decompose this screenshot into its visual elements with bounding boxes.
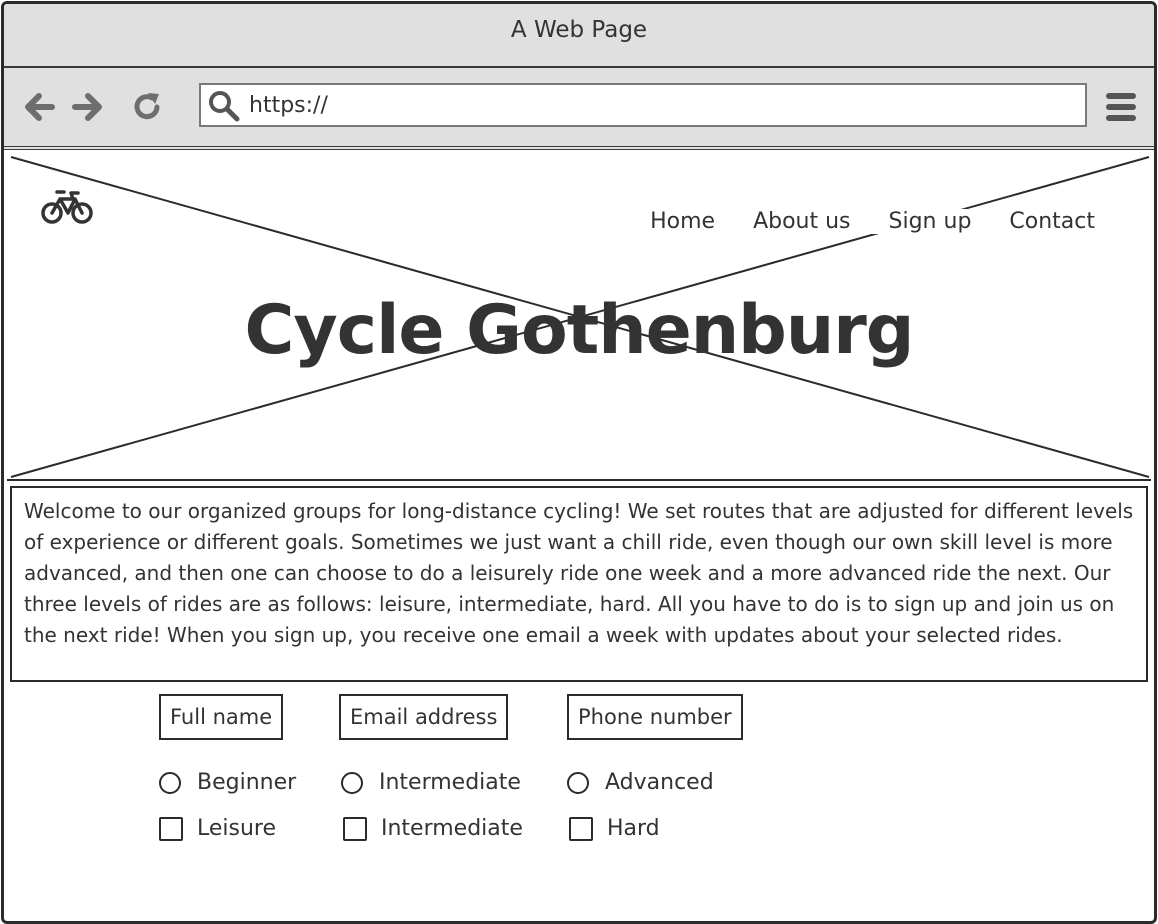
checkbox-label: Hard (607, 816, 660, 841)
radio-advanced[interactable]: Advanced (567, 770, 714, 795)
checkbox-leisure[interactable]: Leisure (159, 816, 276, 841)
checkbox-intermediate[interactable]: Intermediate (343, 816, 523, 841)
radio-intermediate[interactable]: Intermediate (341, 770, 521, 795)
radio-label: Advanced (605, 770, 714, 795)
hero-image-placeholder: Home About us Sign up Contact Cycle Goth… (7, 151, 1151, 481)
back-arrow-icon[interactable] (22, 90, 56, 124)
checkbox[interactable] (159, 816, 183, 841)
radio-button[interactable] (341, 771, 363, 794)
reload-icon[interactable] (130, 90, 164, 124)
window-title: A Web Page (510, 17, 648, 43)
checkbox-label: Leisure (197, 816, 277, 841)
address-bar[interactable] (199, 83, 1087, 127)
hamburger-menu-icon[interactable] (1104, 90, 1138, 124)
phone-field[interactable]: Phone number (567, 694, 743, 740)
radio-beginner[interactable]: Beginner (159, 770, 296, 795)
bicycle-icon[interactable] (41, 187, 93, 227)
main-nav: Home About us Sign up Contact (644, 209, 1101, 234)
nav-about-us[interactable]: About us (753, 209, 851, 234)
search-icon (209, 91, 240, 122)
url-input[interactable] (249, 91, 1069, 119)
nav-home[interactable]: Home (650, 209, 716, 234)
email-field[interactable]: Email address (339, 694, 509, 740)
full-name-field[interactable]: Full name (159, 694, 284, 740)
page-title: Cycle Gothenburg (244, 291, 915, 370)
checkbox[interactable] (569, 816, 593, 841)
intro-text: Welcome to our organized groups for long… (10, 486, 1148, 682)
forward-arrow-icon[interactable] (71, 90, 105, 124)
checkbox-hard[interactable]: Hard (569, 816, 660, 841)
window-title-bar: A Web Page (4, 4, 1154, 68)
checkbox[interactable] (343, 816, 367, 841)
radio-label: Intermediate (379, 770, 521, 795)
nav-sign-up[interactable]: Sign up (888, 209, 972, 234)
browser-toolbar (4, 68, 1154, 150)
radio-button[interactable] (567, 771, 589, 794)
nav-contact[interactable]: Contact (1009, 209, 1095, 234)
radio-button[interactable] (159, 771, 181, 794)
radio-label: Beginner (197, 770, 297, 795)
checkbox-label: Intermediate (381, 816, 523, 841)
